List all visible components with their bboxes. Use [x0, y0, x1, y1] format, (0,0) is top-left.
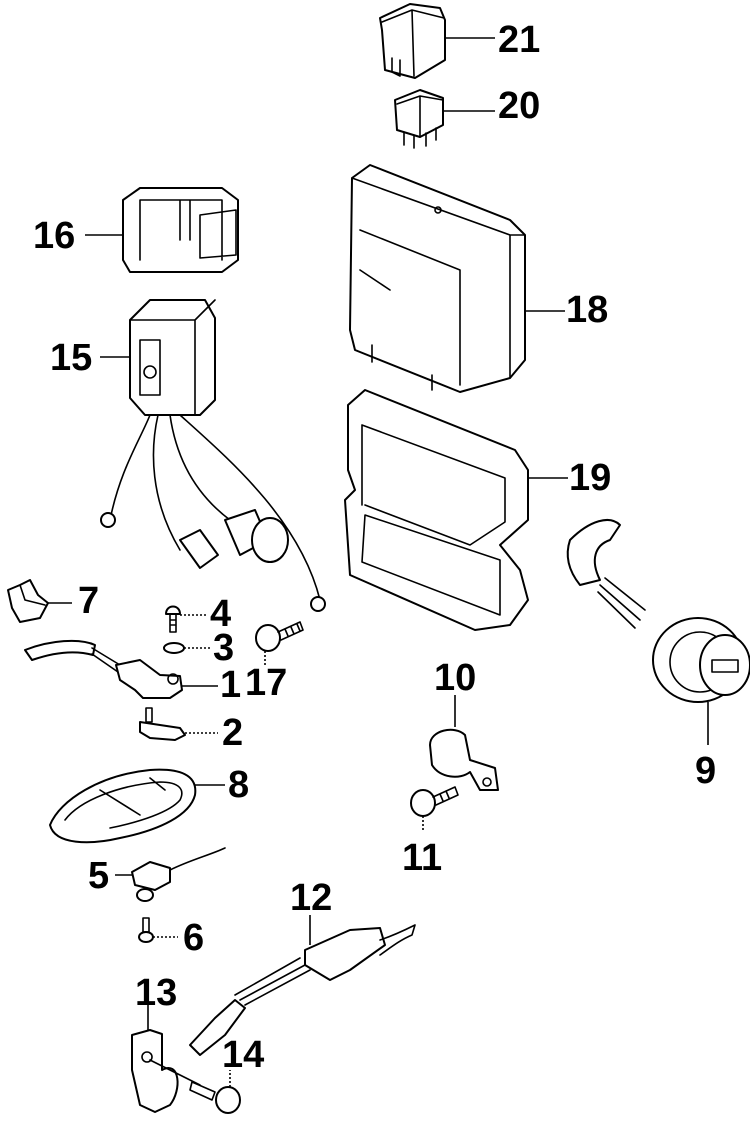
callout-6: 6 — [183, 917, 204, 959]
part-15-regulator[interactable] — [100, 299, 326, 612]
callout-1: 1 — [220, 664, 241, 706]
callout-18: 18 — [566, 289, 608, 331]
callout-21: 21 — [498, 19, 540, 61]
part-10-clamp-bracket[interactable] — [429, 728, 499, 791]
callout-10: 10 — [434, 657, 476, 699]
callout-14: 14 — [222, 1034, 264, 1076]
callout-7: 7 — [78, 580, 99, 622]
part-7-clamp[interactable] — [7, 579, 49, 623]
callout-12: 12 — [290, 877, 332, 919]
part-12-switch-harness[interactable] — [189, 924, 416, 1056]
callout-5: 5 — [88, 855, 109, 897]
part-11-bolt[interactable] — [410, 786, 459, 817]
part-2-stud-bracket[interactable] — [139, 707, 186, 741]
part-5-switch[interactable] — [131, 847, 226, 902]
part-6-screw[interactable] — [138, 917, 154, 943]
callout-17: 17 — [245, 662, 287, 704]
callout-9: 9 — [695, 750, 716, 792]
callout-3: 3 — [213, 627, 234, 669]
part-18-control-unit[interactable] — [349, 164, 526, 393]
part-3-washer[interactable] — [163, 642, 185, 654]
callout-8: 8 — [228, 764, 249, 806]
part-16-cover[interactable] — [122, 187, 239, 273]
part-20-relay[interactable] — [394, 89, 444, 149]
part-21-relay[interactable] — [379, 3, 446, 79]
part-1-sensor[interactable] — [24, 639, 183, 699]
callout-2: 2 — [222, 712, 243, 754]
callout-15: 15 — [50, 337, 92, 379]
part-14-bolt[interactable] — [149, 1059, 241, 1114]
part-9-ignition-switch[interactable] — [566, 519, 750, 703]
callout-4: 4 — [210, 593, 231, 635]
part-19-rubber-cover[interactable] — [344, 389, 529, 631]
part-13-bracket[interactable] — [131, 1029, 179, 1113]
part-8-cover[interactable] — [49, 768, 197, 844]
callout-16: 16 — [33, 215, 75, 257]
callout-13: 13 — [135, 972, 177, 1014]
callout-19: 19 — [569, 457, 611, 499]
part-4-screw[interactable] — [165, 605, 181, 633]
callout-20: 20 — [498, 85, 540, 127]
part-17-bolt[interactable] — [255, 621, 304, 652]
callout-11: 11 — [402, 837, 442, 879]
